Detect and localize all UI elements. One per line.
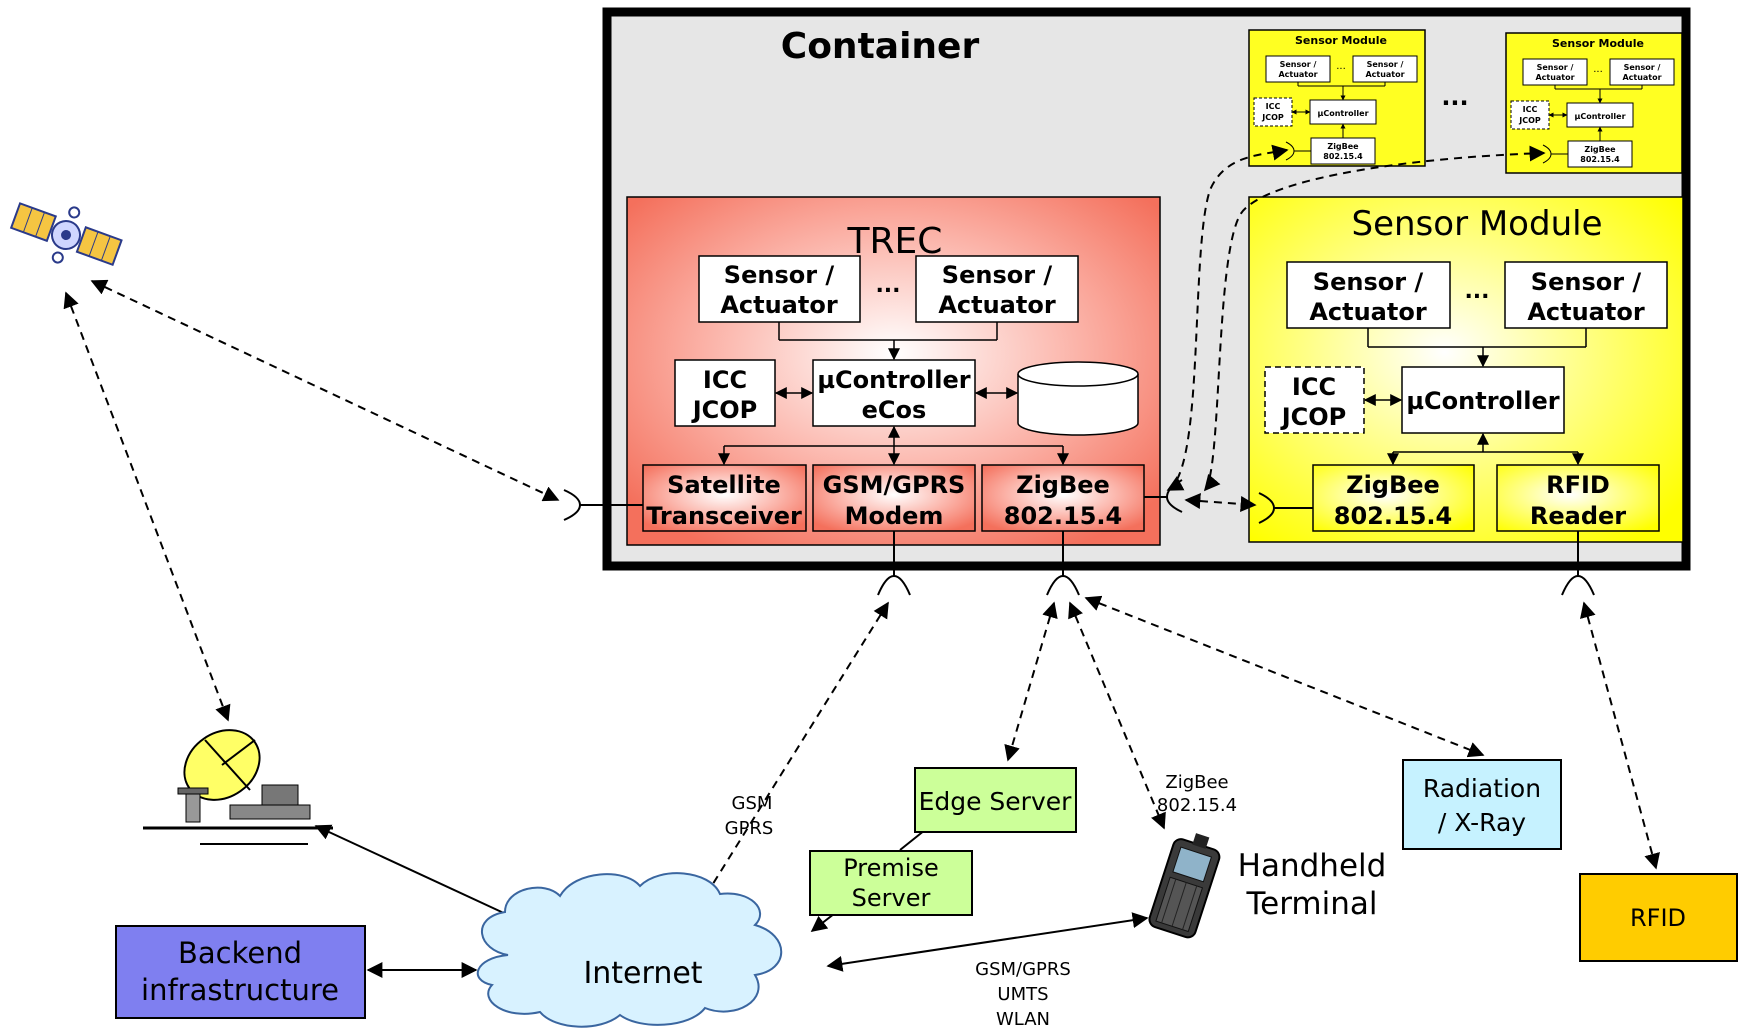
handheld-line1: Handheld xyxy=(1238,848,1387,884)
handheld-terminal-label: Handheld Terminal xyxy=(1238,848,1387,922)
small-zigbee-label: 802.15.4 xyxy=(1580,155,1620,164)
small-sensor-label: Actuator xyxy=(1535,73,1574,82)
gsm-label-line1: GSM xyxy=(732,793,773,814)
rfid-label: RFID xyxy=(1630,904,1686,932)
internet-label: Internet xyxy=(583,956,702,991)
handheld-line2: Terminal xyxy=(1245,886,1377,922)
small-zigbee-label: ZigBee xyxy=(1327,142,1359,151)
premise-server-line1: Premise xyxy=(843,854,938,882)
ground-station-icon xyxy=(143,729,333,845)
sm-sensor1-line2: Actuator xyxy=(1309,298,1427,326)
sm-sensor2-line2: Actuator xyxy=(1527,298,1645,326)
backend-line1: Backend xyxy=(178,936,302,970)
internet-cloud: Internet xyxy=(476,872,783,1028)
trec-satellite-line1: Satellite xyxy=(667,471,781,499)
svg-text:···: ··· xyxy=(1336,64,1346,75)
small-zigbee-label: ZigBee xyxy=(1584,145,1616,154)
trec-icc-line1: ICC xyxy=(703,366,747,394)
premise-server: Premise Server xyxy=(809,850,973,916)
small-controller-label: µController xyxy=(1317,109,1368,118)
sm-icc-line1: ICC xyxy=(1292,373,1336,401)
small-icc-label: JCOP xyxy=(1261,113,1284,122)
backend-line2: infrastructure xyxy=(141,973,339,1007)
sm-sensor-ellipsis: ... xyxy=(1464,279,1489,304)
zigbee-label-line1: ZigBee xyxy=(1165,772,1228,793)
sm-sensor2-line1: Sensor / xyxy=(1531,268,1642,296)
trec-sensor2-line2: Actuator xyxy=(938,291,1056,319)
trec-sensor1-line1: Sensor / xyxy=(724,261,835,289)
edge-server: Edge Server xyxy=(914,767,1077,833)
trec-controller-line2: eCos xyxy=(862,396,927,424)
internet-handheld-label-line2: UMTS xyxy=(997,984,1048,1005)
modules-ellipsis: ... xyxy=(1441,83,1468,111)
small-module-title: Sensor Module xyxy=(1295,34,1387,47)
radiation-line1: Radiation xyxy=(1423,774,1541,803)
sm-icc-line2: JCOP xyxy=(1280,403,1347,431)
small-icc-label: ICC xyxy=(1266,102,1281,111)
sm-zigbee-line2: 802.15.4 xyxy=(1334,502,1452,530)
sm-zigbee-line1: ZigBee xyxy=(1346,471,1440,499)
satellite-icon xyxy=(9,202,123,267)
small-sensor-label: Actuator xyxy=(1278,70,1317,79)
sensor-module-small-1: Sensor Module Sensor / Actuator Sensor /… xyxy=(1248,29,1426,167)
small-controller-label: µController xyxy=(1574,112,1625,121)
radiation-xray: Radiation / X-Ray xyxy=(1402,759,1562,850)
sm-rfid-line1: RFID xyxy=(1546,471,1610,499)
trec-zigbee-line2: 802.15.4 xyxy=(1004,502,1122,530)
trec-icc-line2: JCOP xyxy=(691,396,758,424)
handheld-terminal-icon xyxy=(1148,833,1221,939)
link-labels: GSM GPRS ZigBee 802.15.4 GSM/GPRS UMTS W… xyxy=(725,772,1237,1030)
zigbee-label-line2: 802.15.4 xyxy=(1157,795,1237,816)
sensor-module-big: Sensor Module Sensor / Actuator Sensor /… xyxy=(1248,196,1684,543)
radiation-line2: / X-Ray xyxy=(1438,808,1526,837)
trec-sensor2-line1: Sensor / xyxy=(942,261,1053,289)
small-module-title: Sensor Module xyxy=(1552,37,1644,50)
small-sensor-label: Sensor / xyxy=(1367,60,1404,69)
trec-sensor-ellipsis: ... xyxy=(875,273,900,298)
trec-gsm-line2: Modem xyxy=(845,502,944,530)
trec-module: TREC Sensor / Actuator Sensor / Actuator… xyxy=(626,196,1161,546)
trec-satellite-line2: Transceiver xyxy=(646,502,802,530)
sensor-module-small-2: Sensor Module Sensor / Actuator Sensor /… xyxy=(1505,32,1683,174)
small-zigbee-label: 802.15.4 xyxy=(1323,152,1363,161)
rfid-tag: RFID xyxy=(1579,873,1738,962)
trec-gsm-line1: GSM/GPRS xyxy=(823,471,966,499)
small-sensor-label: Actuator xyxy=(1622,73,1661,82)
backend-infrastructure: Backend infrastructure xyxy=(115,925,366,1019)
gsm-label-line2: GPRS xyxy=(725,818,774,839)
small-sensor-label: Actuator xyxy=(1365,70,1404,79)
sm-rfid-line2: Reader xyxy=(1530,502,1626,530)
trec-title: TREC xyxy=(847,221,943,262)
sm-sensor1-line1: Sensor / xyxy=(1313,268,1424,296)
trec-controller-line1: µController xyxy=(817,366,970,394)
wireless-links xyxy=(63,144,1660,913)
small-icc-label: ICC xyxy=(1523,105,1538,114)
database-cylinder-icon xyxy=(1017,361,1139,436)
internet-handheld-label-line1: GSM/GPRS xyxy=(975,959,1071,980)
container-title: Container xyxy=(781,26,980,67)
trec-sensor1-line2: Actuator xyxy=(720,291,838,319)
trec-zigbee-line1: ZigBee xyxy=(1016,471,1110,499)
small-icc-label: JCOP xyxy=(1518,116,1541,125)
svg-text:···: ··· xyxy=(1593,67,1603,78)
small-sensor-label: Sensor / xyxy=(1280,60,1317,69)
internet-handheld-label-line3: WLAN xyxy=(996,1009,1050,1030)
edge-server-label: Edge Server xyxy=(919,787,1073,816)
sm-controller-label: µController xyxy=(1406,387,1559,415)
premise-server-line2: Server xyxy=(852,884,931,912)
sensor-module-title: Sensor Module xyxy=(1352,204,1603,244)
small-sensor-label: Sensor / xyxy=(1624,63,1661,72)
small-sensor-label: Sensor / xyxy=(1537,63,1574,72)
